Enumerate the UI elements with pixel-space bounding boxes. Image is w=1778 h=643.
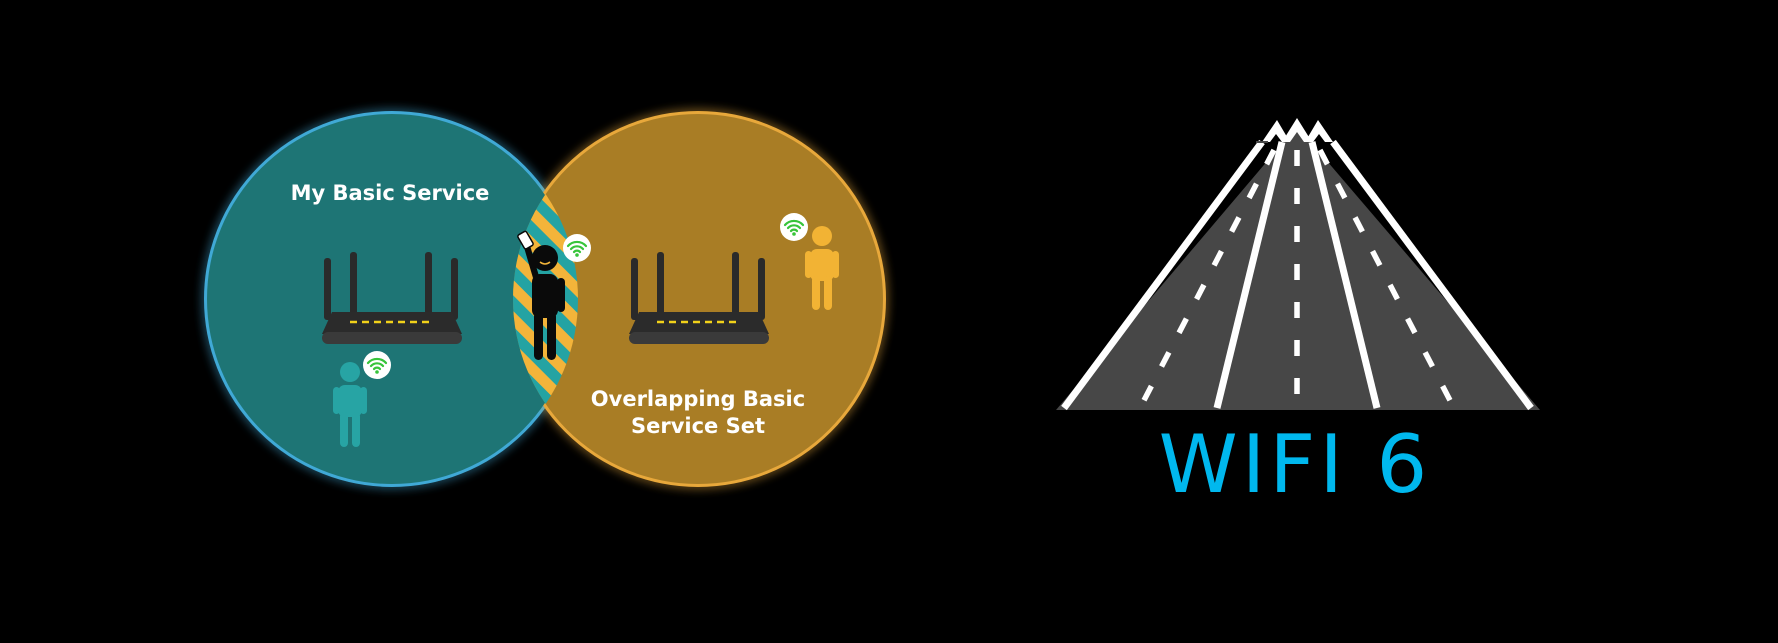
person-icon (333, 362, 367, 447)
obss-label-line2: Service Set (631, 414, 765, 438)
arrow-icon (1262, 118, 1333, 142)
obss-label-line1: Overlapping Basic (591, 387, 805, 411)
wifi-icon (563, 234, 591, 262)
person-icon (805, 226, 839, 310)
lane-dashes (1137, 148, 1457, 410)
router-icon (322, 252, 462, 344)
bss-diagram: My Basic Service Overlapping Basic Servi… (204, 111, 886, 487)
lane-lines (1061, 139, 1534, 411)
wifi6-title: WIFI 6 (1159, 418, 1432, 511)
obss-circle (513, 114, 883, 484)
my-bss-circle (207, 114, 577, 484)
my-bss-label: My Basic Service (291, 181, 490, 205)
person-icon (523, 242, 565, 360)
wifi-icon (363, 351, 391, 379)
phone-icon (517, 230, 534, 250)
highway-logo: WIFI 6 (1056, 118, 1540, 511)
wifi-icon (780, 213, 808, 241)
router-icon (629, 252, 769, 344)
